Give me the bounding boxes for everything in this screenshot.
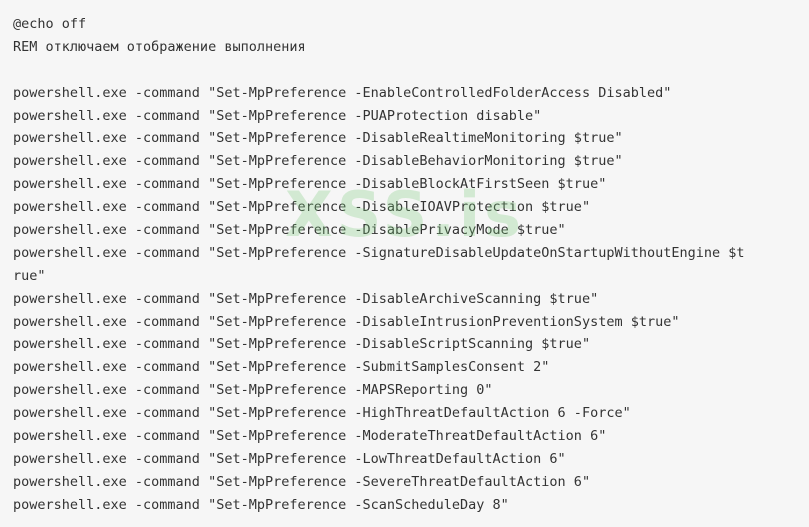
code-line: powershell.exe -command "Set-MpPreferenc… [13,107,542,124]
code-line: @echo off [13,16,87,32]
code-line: powershell.exe -command "Set-MpPreferenc… [13,359,550,376]
code-line: powershell.exe -command "Set-MpPreferenc… [13,473,591,490]
code-line: powershell.exe -command "Set-MpPreferenc… [13,199,591,216]
code-line: powershell.exe -command "Set-MpPreferenc… [13,428,607,445]
code-line: powershell.exe -command "Set-MpPreferenc… [13,176,607,193]
code-line: powershell.exe -command "Set-MpPreferenc… [13,153,623,170]
code-line: powershell.exe -command "Set-MpPreferenc… [13,84,672,101]
code-line: powershell.exe -command "Set-MpPreferenc… [13,405,631,422]
code-line: powershell.exe -command "Set-MpPreferenc… [13,382,493,399]
code-line: rue" [13,267,46,284]
code-lines: @echo off REM отключаем отображение выпо… [13,13,796,517]
code-line: powershell.exe -command "Set-MpPreferenc… [13,336,591,353]
code-line: powershell.exe -command "Set-MpPreferenc… [13,496,509,513]
code-line-blank [13,59,796,82]
code-line: powershell.exe -command "Set-MpPreferenc… [13,244,745,261]
code-line: powershell.exe -command "Set-MpPreferenc… [13,290,599,307]
code-line: powershell.exe -command "Set-MpPreferenc… [13,450,566,467]
code-line: powershell.exe -command "Set-MpPreferenc… [13,222,566,239]
code-line: powershell.exe -command "Set-MpPreferenc… [13,130,623,147]
code-line: powershell.exe -command "Set-MpPreferenc… [13,313,680,330]
code-line: REM отключаем отображение выполнения [13,38,306,55]
